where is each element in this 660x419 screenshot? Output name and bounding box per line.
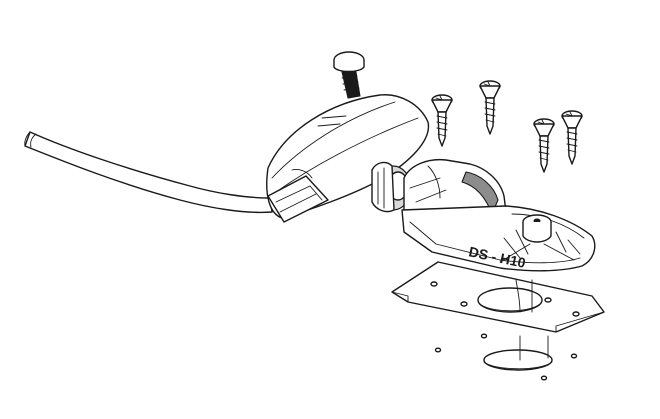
pilot-hole-marks — [434, 333, 578, 381]
wood-screw-3 — [533, 118, 555, 173]
wood-screw-1 — [431, 94, 453, 147]
wood-screw-2 — [479, 80, 501, 135]
mounting-plate — [391, 261, 605, 333]
mounting-bolt — [333, 51, 365, 99]
cable-through-plate — [515, 279, 533, 313]
bracket: DS - H10 — [371, 158, 596, 272]
wood-screw-4 — [561, 110, 583, 165]
cable — [24, 131, 273, 214]
transducer-housing — [266, 94, 430, 223]
wood-screws — [431, 80, 583, 173]
cable-hole — [483, 335, 553, 371]
